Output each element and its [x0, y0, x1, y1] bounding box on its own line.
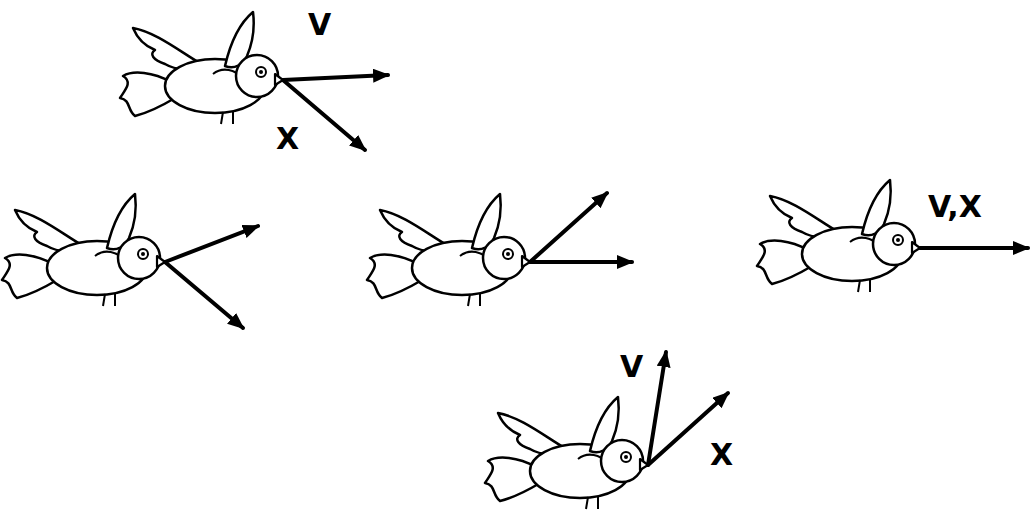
vector-arrow [530, 193, 607, 262]
bird [367, 194, 530, 306]
vector-label: V [620, 352, 643, 382]
vector-label: X [710, 440, 733, 470]
velocity-arrow [283, 75, 388, 80]
vector-arrow [165, 226, 258, 262]
velocity-displacement-arrow [920, 246, 1028, 250]
vector-label: V [308, 10, 331, 40]
vector-arrow [165, 262, 243, 328]
bird [2, 194, 165, 306]
bird [120, 12, 283, 124]
vector-arrow [530, 260, 632, 264]
bird [757, 180, 920, 292]
vector-label: X [276, 124, 299, 154]
velocity-arrow [648, 352, 666, 465]
vector-label: V,X [928, 192, 982, 222]
bird [485, 397, 648, 509]
